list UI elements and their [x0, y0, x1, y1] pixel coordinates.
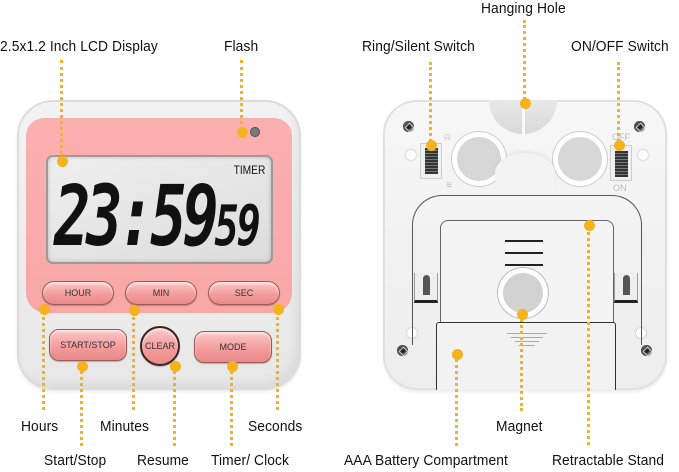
callout-dot: [614, 140, 625, 151]
callout-resume: Resume: [137, 452, 189, 469]
callout-line: [80, 366, 83, 446]
mode-button[interactable]: MODE: [194, 331, 272, 363]
cover-rib: [511, 337, 543, 338]
on-off-switch-thumb[interactable]: [615, 151, 628, 177]
ring-silent-switch[interactable]: [420, 143, 442, 179]
stand-grip-line: [505, 264, 543, 266]
lcd-time-readout: 23:5959: [54, 171, 261, 272]
callout-line: [523, 20, 526, 100]
screw-icon: [397, 345, 408, 356]
peg: [406, 150, 416, 160]
callout-line: [587, 225, 590, 445]
callout-magnet: Magnet: [496, 418, 543, 435]
callout-line: [132, 310, 135, 410]
retractable-stand-frame[interactable]: [412, 195, 642, 345]
callout-dot: [520, 98, 531, 109]
callout-dot: [170, 361, 181, 372]
min-button[interactable]: MIN: [125, 281, 197, 305]
callout-dot: [227, 361, 238, 372]
callout-seconds: Seconds: [248, 418, 303, 435]
clear-button[interactable]: CLEAR: [140, 326, 180, 366]
stand-grip-line: [505, 240, 543, 242]
callout-dot: [77, 361, 88, 372]
callout-start-stop: Start/Stop: [44, 452, 107, 469]
magnet: [503, 273, 543, 313]
callout-dot: [273, 304, 284, 315]
stand-hinge-left: [414, 273, 438, 303]
lcd-mode-indicator: TIMER: [233, 163, 265, 177]
callout-battery-compartment: AAA Battery Compartment: [344, 452, 508, 469]
cover-rib: [519, 345, 535, 346]
callout-line: [617, 62, 620, 142]
callout-timer-clock: Timer/ Clock: [211, 452, 290, 469]
peg: [638, 150, 648, 160]
callout-line: [230, 366, 233, 446]
cover-rib: [507, 333, 547, 334]
callout-line: [276, 310, 279, 410]
callout-line: [455, 354, 458, 446]
callout-line: [240, 60, 243, 130]
stand-grip-line: [505, 252, 543, 254]
callout-flash: Flash: [224, 38, 259, 55]
silent-icon: ≡: [446, 180, 452, 191]
callout-line: [60, 60, 63, 160]
ring-silent-switch-thumb[interactable]: [425, 148, 438, 174]
callout-line: [173, 366, 176, 446]
screw-icon: [641, 345, 652, 356]
rubber-foot-right: [558, 137, 602, 181]
flash-led-icon: [250, 127, 260, 137]
on-off-switch[interactable]: [610, 145, 632, 181]
callout-lcd-display: 2.5x1.2 Inch LCD Display: [0, 38, 158, 55]
callout-dot: [129, 305, 140, 316]
callout-line: [429, 62, 432, 142]
rubber-foot-left: [457, 137, 501, 181]
callout-dot: [426, 140, 437, 151]
hour-button[interactable]: HOUR: [42, 281, 114, 305]
center-bump: [495, 153, 555, 193]
screw-icon: [634, 121, 645, 132]
callout-minutes: Minutes: [100, 418, 149, 435]
screw-icon: [403, 121, 414, 132]
lcd-display: TIMER 23:5959: [46, 155, 273, 264]
lcd-main-digits: 23:59: [54, 167, 219, 265]
callout-hours: Hours: [21, 418, 59, 435]
callout-ring-silent-switch: Ring/Silent Switch: [362, 38, 475, 55]
bell-icon: ⍾: [444, 132, 451, 143]
callout-dot: [452, 349, 463, 360]
callout-line: [42, 310, 45, 410]
callout-on-off-switch: ON/OFF Switch: [571, 38, 669, 55]
callout-dot: [237, 127, 248, 138]
callout-retractable-stand: Retractable Stand: [552, 452, 665, 469]
battery-compartment-cover[interactable]: [436, 322, 616, 390]
callout-dot: [584, 220, 595, 231]
callout-line: [520, 314, 523, 411]
callout-dot: [57, 156, 68, 167]
sec-button[interactable]: SEC: [208, 281, 280, 305]
hanging-hole-slot: [522, 100, 525, 136]
callout-hanging-hole: Hanging Hole: [481, 0, 566, 17]
callout-dot: [517, 309, 528, 320]
off-label: OFF: [612, 132, 630, 142]
start-stop-button[interactable]: START/STOP: [49, 329, 127, 361]
callout-dot: [39, 304, 50, 315]
on-label: ON: [613, 183, 627, 193]
stand-hinge-right: [614, 273, 638, 303]
lcd-seconds-digits: 59: [214, 194, 260, 259]
cover-rib: [515, 341, 539, 342]
